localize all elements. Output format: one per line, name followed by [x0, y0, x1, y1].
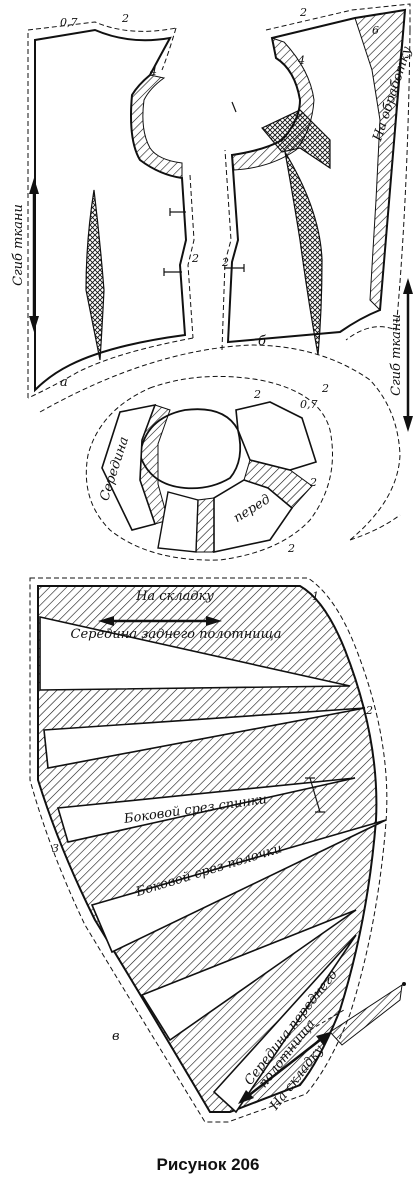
- allowance-label: 2: [191, 252, 199, 265]
- allowance-label: 2: [365, 704, 373, 717]
- center-back-panel-label: Середина заднего полотнища: [71, 627, 282, 642]
- front-facing-strip: [354, 9, 406, 312]
- na-skladku-top-label: На складку: [135, 589, 214, 604]
- allowance-label: 4: [149, 65, 157, 78]
- layout-boundary-seam: [39, 344, 401, 541]
- wedge-side-back: [56, 777, 356, 843]
- allowance-label: 2: [299, 6, 307, 19]
- circle-inner-hole: [139, 408, 242, 490]
- skirt-panel-piece: [29, 577, 406, 1123]
- allowance-label: 0,7: [60, 16, 78, 29]
- front-dart: [284, 151, 323, 356]
- allowance-label: 6: [372, 24, 379, 37]
- allowance-label: 3: [52, 842, 59, 855]
- allowance-label: 2: [309, 476, 317, 489]
- wedge-side-front: [90, 819, 387, 954]
- allowance-label: 2: [253, 388, 261, 401]
- wedge-5: [140, 909, 357, 1042]
- allowance-label: 2: [121, 12, 129, 25]
- part-letter-b: б: [258, 334, 266, 349]
- wedge-center-back: [39, 616, 351, 691]
- segment-upper: [235, 401, 318, 471]
- allowance-label: 2: [321, 382, 329, 395]
- allowance-label: 0,7: [300, 398, 318, 411]
- back-neck-facing: [130, 74, 183, 179]
- allowance-label: 2: [287, 542, 295, 555]
- bodice-front-piece: [221, 3, 413, 432]
- allowance-label: 1: [312, 590, 319, 603]
- fold-label-back: Сгиб ткани: [11, 204, 26, 286]
- figure-caption: Рисунок 206: [157, 1155, 260, 1174]
- part-letter-v: в: [112, 1029, 120, 1044]
- fold-label-front: Сгиб ткани: [389, 314, 404, 396]
- back-dart: [85, 189, 105, 361]
- front-collar-cut: [261, 109, 331, 170]
- circle-facing-piece: [85, 375, 333, 561]
- segment-plain: [157, 491, 199, 553]
- wedge-2: [43, 707, 366, 769]
- bodice-back-piece: [27, 21, 195, 399]
- allowance-label: 4: [297, 54, 305, 67]
- allowance-label: 2: [221, 256, 229, 269]
- wedge-center-front: [212, 934, 357, 1114]
- part-letter-a: а: [60, 375, 68, 390]
